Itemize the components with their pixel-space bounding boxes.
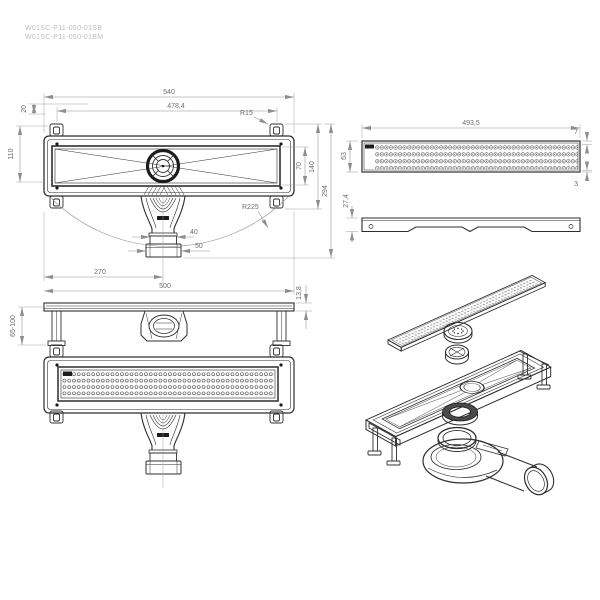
top-view <box>43 344 295 488</box>
outlet-coupling <box>145 243 182 258</box>
dim-outlet-coupling-diameter: 50 <box>195 243 203 250</box>
dim-mount-width: 478,4 <box>167 103 185 110</box>
perforated-grate <box>57 366 279 402</box>
grate-opening <box>51 145 281 187</box>
grate-plan-view: 493,5 63 7 3 <box>341 120 592 188</box>
dim-edge-margin-bottom: 3 <box>574 181 578 188</box>
iso-outlet-pipe <box>523 463 555 496</box>
dim-clip-offset: 20 <box>21 105 28 113</box>
swing-arc <box>49 196 289 247</box>
brand-logo-mark <box>63 371 72 376</box>
dim-rim-height: 13,8 <box>296 286 303 300</box>
dim-base-length: 500 <box>159 283 171 290</box>
side-view: 65-100 13,8 <box>10 285 312 346</box>
isometric-exploded-view <box>364 274 555 496</box>
iso-strainer-cup <box>444 344 470 365</box>
channel-body-outline <box>43 135 295 197</box>
drain-outlet <box>145 148 181 184</box>
dim-corner-radius: R15 <box>240 110 253 117</box>
side-view-dimensions: 65-100 13,8 <box>10 285 312 346</box>
iso-trap-body <box>422 426 555 496</box>
dim-outlet-pipe-diameter: 40 <box>190 229 198 236</box>
dim-grate-length: 493,5 <box>462 120 480 127</box>
dim-adjustable-leg-height: 65-100 <box>10 315 17 337</box>
dim-overall-height: 294 <box>322 185 329 197</box>
front-view-dimensions: 540 478,4 R15 20 110 70 140 294 R225 <box>8 89 335 295</box>
dim-channel-outer-height: 140 <box>309 161 316 173</box>
grate-perforation <box>375 144 578 169</box>
corner-screws <box>55 142 283 190</box>
dim-edge-margin-top: 7 <box>574 129 578 136</box>
dim-outlet-center-offset: 270 <box>94 269 106 276</box>
grate-profile-view: 27,4 <box>343 194 581 243</box>
dim-total-width: 540 <box>163 89 175 96</box>
iso-grate <box>387 274 547 352</box>
part-number-2: W01SC-P11-050-01BM <box>25 34 103 41</box>
dim-channel-inner-height: 70 <box>296 162 303 170</box>
corner-screws-top <box>55 363 283 407</box>
iso-gasket-ring <box>442 402 478 426</box>
dim-profile-height: 27,4 <box>343 194 350 208</box>
iso-right-legs <box>517 350 551 390</box>
channel-rim-profile <box>43 302 295 312</box>
part-number-1: W01SC-P11-050-01SB <box>25 25 102 32</box>
brand-logo-mark-plan <box>365 144 374 149</box>
front-view: 540 478,4 R15 20 110 70 140 294 R225 <box>8 89 335 295</box>
siphon-trap-top <box>140 412 186 488</box>
cross-diagonals <box>54 148 278 184</box>
grate-profile-dimensions: 27,4 <box>343 194 358 243</box>
dim-left-height: 110 <box>8 148 15 159</box>
iso-left-bracket <box>367 422 401 466</box>
dim-swing-radius: R225 <box>242 204 259 211</box>
dim-grate-width: 63 <box>341 152 348 160</box>
adjustable-legs <box>47 310 291 346</box>
grate-plan-dimensions: 493,5 63 7 3 <box>341 120 592 188</box>
siphon-trap <box>140 195 186 283</box>
iso-strainer-disc <box>443 321 473 344</box>
outlet-housing-side <box>140 310 188 342</box>
grate-outline <box>361 140 581 173</box>
outlet-pipe <box>149 235 177 245</box>
